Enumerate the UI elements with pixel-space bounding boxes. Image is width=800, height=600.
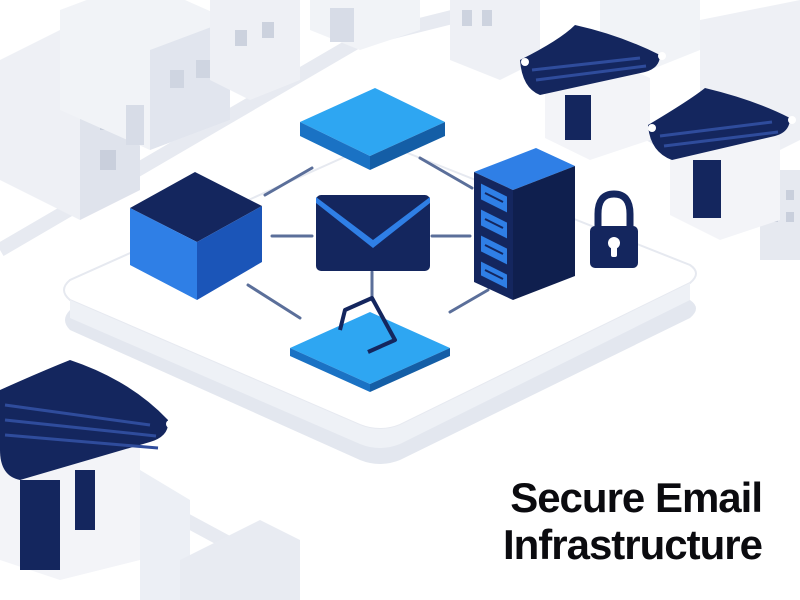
connector-lines bbox=[246, 156, 490, 320]
caption-line-1: Secure Email bbox=[510, 474, 763, 521]
pagoda-icon bbox=[0, 25, 796, 580]
caption: Secure Email Infrastructure bbox=[502, 474, 763, 568]
storage-box-icon bbox=[130, 172, 262, 300]
data-block-icon bbox=[300, 88, 445, 170]
open-envelope-icon bbox=[290, 296, 450, 392]
padlock-icon bbox=[590, 190, 638, 268]
caption-line-2: Infrastructure bbox=[502, 521, 763, 568]
envelope-icon bbox=[316, 195, 430, 271]
background-buildings-left bbox=[0, 0, 420, 220]
server-icon bbox=[474, 148, 575, 300]
background-building-bottom bbox=[140, 470, 300, 600]
